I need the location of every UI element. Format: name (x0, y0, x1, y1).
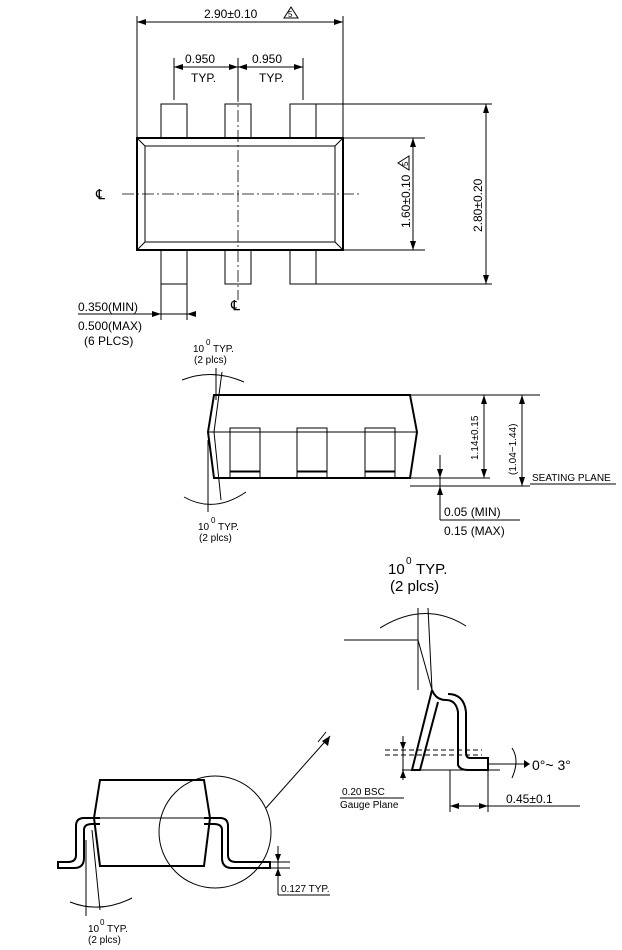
lead-top-3 (289, 103, 317, 139)
detail-magnifier-circle (158, 775, 272, 889)
side-height-range-label: (1.04~1.44) (508, 424, 519, 475)
lead-thickness-label: 0.127 TYP. (281, 884, 330, 895)
svg-text:0: 0 (100, 918, 105, 927)
gauge-dimension-label: 0.20 BSC (342, 787, 385, 798)
side-view: 10 0 TYP. (2 plcs) 10 0 TYP. (2 plcs) 1.… (181, 338, 616, 544)
width-note-number: 5 (288, 10, 293, 19)
lead-detail-view: 10 0 TYP. (2 plcs) 0.20 BSC Gauge Plane … (340, 556, 580, 812)
top-view: 2.90±0.10 5 0.950 0.950 TYP. TYP. ℄ ℄ (78, 6, 492, 348)
lead-count-label: (6 PLCS) (84, 334, 133, 348)
body-width-note-number: 5 (401, 161, 410, 166)
svg-text:0: 0 (406, 556, 412, 567)
side-angle-top-value: 10 (193, 344, 205, 355)
svg-text:0: 0 (211, 516, 216, 525)
seating-plane-label: SEATING PLANE (532, 473, 611, 484)
pitch-left-typ: TYP. (191, 71, 216, 85)
svg-text:TYP.: TYP. (218, 522, 239, 533)
side-height-dimension-label: 1.14±0.15 (470, 415, 481, 460)
pitch-left-label: 0.950 (185, 52, 215, 66)
pitch-right-typ: TYP. (259, 71, 284, 85)
svg-text:TYP.: TYP. (416, 561, 447, 578)
width-dimension-label: 2.90±0.10 (204, 7, 258, 21)
end-angle-value: 10 (88, 924, 100, 935)
side-angle-bottom-plcs: (2 plcs) (199, 533, 232, 544)
foot-angle-label: 0°~ 3° (532, 757, 571, 773)
lead-bottom-1 (160, 249, 188, 285)
end-view: 0.127 TYP. 10 0 TYP. (2 plcs) (57, 731, 331, 946)
centerline-horizontal-symbol: ℄ (95, 186, 105, 202)
lead-width-max-label: 0.500(MAX) (78, 319, 142, 333)
svg-text:0: 0 (206, 338, 211, 347)
side-angle-top-plcs: (2 plcs) (194, 355, 227, 366)
standoff-max-label: 0.15 (MAX) (444, 524, 505, 538)
lead-width-min-label: 0.350(MIN) (78, 300, 138, 314)
svg-text:TYP.: TYP. (107, 924, 128, 935)
end-angle-plcs: (2 plcs) (88, 935, 121, 946)
standoff-min-label: 0.05 (MIN) (444, 505, 501, 519)
svg-text:TYP.: TYP. (213, 344, 234, 355)
side-angle-bottom-value: 10 (198, 522, 210, 533)
package-body-end (92, 779, 212, 867)
centerline-vertical-symbol: ℄ (230, 297, 240, 313)
note-triangle-icon (283, 6, 299, 19)
body-width-dimension-label: 1.60±0.10 (399, 174, 413, 228)
lead-top-1 (160, 103, 188, 139)
foot-length-label: 0.45±0.1 (506, 792, 553, 806)
gauge-plane-label: Gauge Plane (340, 800, 399, 811)
detail-angle-value: 10 (388, 561, 405, 578)
note-triangle-icon (397, 155, 410, 171)
overall-height-dimension-label: 2.80±0.20 (471, 178, 485, 232)
pitch-right-label: 0.950 (252, 52, 282, 66)
lead-bottom-3 (289, 249, 317, 285)
detail-angle-plcs: (2 plcs) (390, 578, 439, 595)
package-body-side (206, 394, 419, 479)
